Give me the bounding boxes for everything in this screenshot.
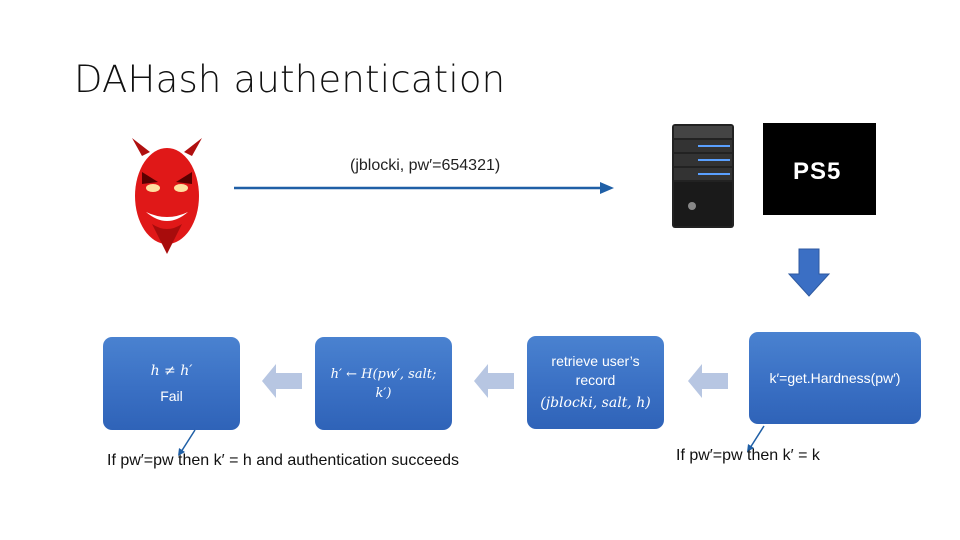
fail-box: h ≠ h′ Fail — [103, 337, 240, 430]
hardness-note: If pw′=pw then k′ = k — [676, 447, 820, 464]
hardness-box: k′=get.Hardness(pw′) — [749, 332, 921, 424]
ps5-logo-text: PS5 — [793, 158, 842, 185]
left-arrow-icon — [688, 364, 728, 398]
fail-condition: h ≠ h′ — [150, 362, 193, 379]
ps5-logo: PS5 — [763, 123, 876, 215]
success-note: If pw′=pw then k′ = h and authentication… — [107, 452, 460, 469]
left-arrow-icon — [262, 364, 302, 398]
request-label: (jblocki, pw′=654321) — [350, 157, 501, 174]
slide-title: DAHash authentication — [74, 58, 506, 101]
left-arrow-icon — [474, 364, 514, 398]
retrieve-line1: retrieve user’s — [551, 353, 640, 369]
retrieve-line2: record — [575, 372, 616, 388]
right-callout-line — [747, 425, 765, 452]
down-arrow-icon — [787, 248, 831, 297]
left-callout-line — [178, 429, 196, 456]
hardness-text: k′=get.Hardness(pw′) — [769, 369, 901, 386]
hash-text: h′ ← H(pw′, salt; k′) — [330, 366, 437, 401]
retrieve-line3: (jblocki, salt, h) — [540, 395, 651, 411]
request-arrow — [234, 182, 614, 194]
devil-icon — [132, 138, 202, 254]
server-icon — [672, 124, 734, 228]
hash-box: h′ ← H(pw′, salt; k′) — [315, 337, 452, 430]
retrieve-box: retrieve user’s record (jblocki, salt, h… — [527, 336, 664, 429]
fail-label: Fail — [160, 387, 183, 404]
